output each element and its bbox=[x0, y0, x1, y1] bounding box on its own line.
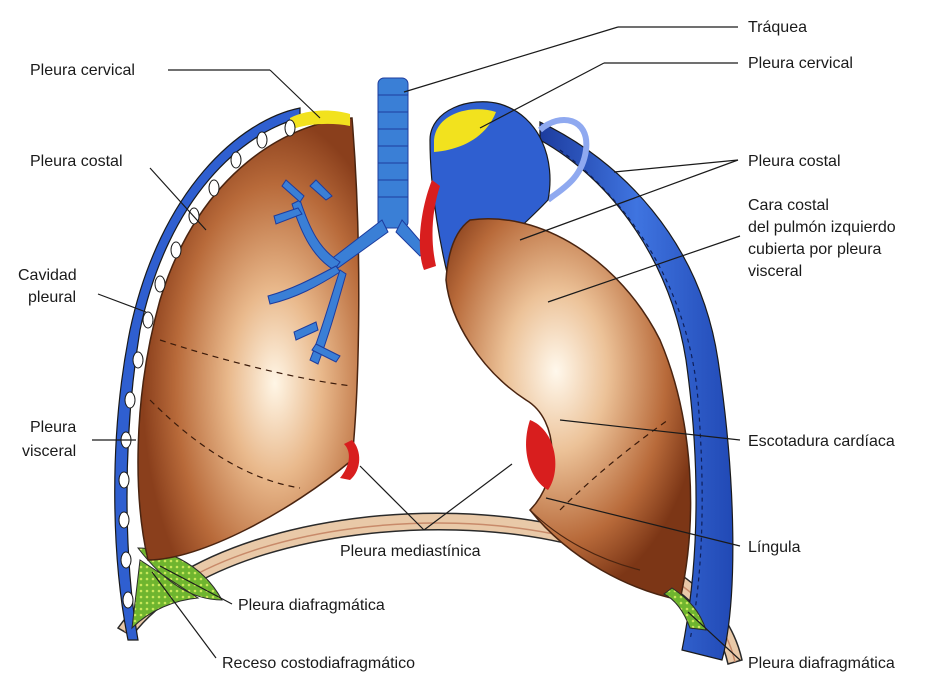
label-lingula: Língula bbox=[748, 539, 801, 556]
leader-lines bbox=[92, 26, 741, 661]
costal-pleura-left-lung-outer bbox=[539, 121, 734, 661]
label-escotadura-cardiaca: Escotadura cardíaca bbox=[748, 433, 895, 450]
label-pleura-mediastinica: Pleura mediastínica bbox=[340, 543, 481, 560]
pleura-hook bbox=[537, 117, 590, 203]
label-receso-costodiafragmatico: Receso costodiafragmático bbox=[222, 655, 415, 672]
pleural-cavity-beads bbox=[118, 119, 296, 609]
label-pleura-costal-left: Pleura costal bbox=[30, 153, 123, 170]
label-pleura-cervical-left: Pleura cervical bbox=[30, 62, 135, 79]
label-pleura-cervical-right: Pleura cervical bbox=[748, 55, 853, 72]
right-lung-fissure-2 bbox=[149, 399, 301, 489]
label-pleura-diafragmatica-right: Pleura diafragmática bbox=[748, 655, 895, 672]
left-lung-apex-yellow bbox=[434, 109, 496, 152]
trachea-rings bbox=[378, 94, 408, 198]
label-pleura-diafragmatica-left: Pleura diafragmática bbox=[238, 597, 385, 614]
cardiac-notch bbox=[526, 420, 556, 490]
label-cara-costal-4: visceral bbox=[748, 263, 802, 280]
label-cavidad-pleural-1: Cavidad bbox=[18, 267, 77, 284]
trachea bbox=[267, 77, 429, 365]
label-cara-costal-3: cubierta por pleura bbox=[748, 241, 882, 258]
right-lung-fissure bbox=[159, 339, 353, 387]
costal-pleura-right-lung bbox=[114, 107, 301, 641]
lingula-shape bbox=[529, 509, 641, 571]
right-lung-apex-yellow bbox=[290, 110, 350, 130]
mediastinal-pleura-right bbox=[340, 440, 360, 480]
left-lung bbox=[445, 218, 692, 601]
label-pleura-visceral-1: Pleura bbox=[30, 419, 76, 436]
label-pleura-costal-right: Pleura costal bbox=[748, 153, 841, 170]
label-cavidad-pleural-2: pleural bbox=[28, 289, 76, 306]
left-lung-fissure bbox=[559, 419, 669, 511]
mediastinal-pleura-left bbox=[419, 180, 440, 270]
label-cara-costal-2: del pulmón izquierdo bbox=[748, 219, 896, 236]
costal-pleura-dashed bbox=[559, 149, 703, 641]
label-cara-costal-1: Cara costal bbox=[748, 197, 829, 214]
label-traquea: Tráquea bbox=[748, 19, 807, 36]
label-pleura-visceral-2: visceral bbox=[22, 443, 76, 460]
